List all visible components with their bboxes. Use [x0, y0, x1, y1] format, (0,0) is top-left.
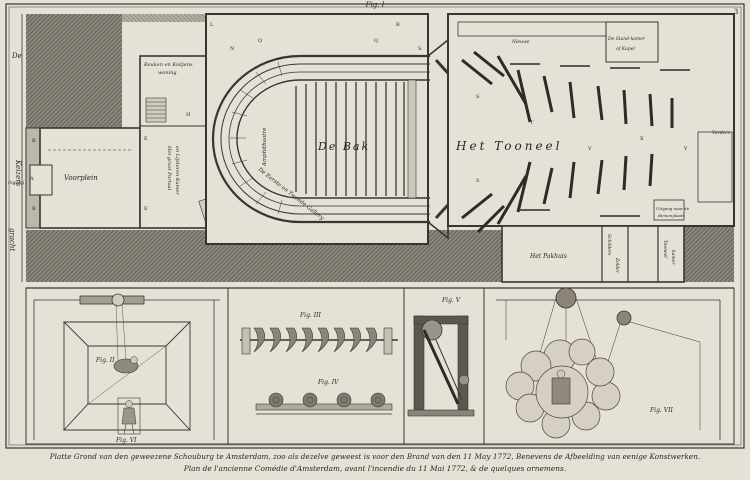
label-schilders: Schilders [606, 234, 612, 256]
caption-dutch: Platte Grond van den geweezene Schouburg… [49, 452, 701, 461]
floor-plan: De Keizers gracht Ingang Voorplein Keuke… [7, 13, 735, 283]
fig-2-panel: Fig. II Fig. VI [25, 287, 229, 445]
svg-text:V: V [587, 146, 592, 152]
label-zolder: Zolder [614, 257, 620, 274]
svg-text:Q: Q [258, 38, 262, 44]
street-label-gracht: gracht [8, 228, 16, 251]
auditorium-horseshoe-outer [211, 54, 430, 224]
fig-3-label: Fig. III [299, 312, 321, 319]
svg-text:R: R [396, 22, 400, 28]
svg-text:Q: Q [374, 38, 378, 44]
svg-text:E: E [144, 206, 148, 212]
svg-text:B: B [32, 138, 36, 144]
label-portaal: Het groot Portaal [166, 145, 172, 191]
fig-6-label: Fig. VI [115, 437, 137, 444]
cloud-machine [505, 338, 621, 439]
label-portaal-2: en Lijsteren Kamer [174, 146, 180, 195]
label-woning: woning [158, 70, 177, 76]
label-stand-kamer: De Stand-kamer [607, 36, 646, 42]
caption-french: Plan de l'ancienne Comédie d'Amsterdam, … [183, 464, 567, 473]
label-kamer: kamer [670, 250, 676, 265]
svg-text:X: X [640, 136, 644, 142]
label-vorders: Vorders [712, 130, 730, 136]
label-voorplein: Voorplein [64, 174, 98, 182]
svg-text:S: S [476, 178, 480, 184]
svg-text:E: E [144, 136, 148, 142]
svg-text:S: S [476, 94, 480, 100]
svg-text:H: H [186, 112, 191, 118]
label-keuken: Keuken en Kistjens [143, 62, 193, 68]
label-de-bak: De Bak [317, 140, 370, 153]
fig-5-label: Fig. V [441, 297, 461, 304]
label-het-tooneel: Het Tooneel [455, 139, 563, 153]
label-van-kapel: of Kapel [616, 46, 635, 52]
fig-7-panel: Fig. VII [483, 287, 735, 445]
label-binnenplaats: Binnenplaats [657, 213, 685, 218]
plate-number: 3 [734, 8, 738, 16]
fig-7-label: Fig. VII [649, 407, 673, 414]
street-label-de: De [11, 52, 22, 60]
svg-text:S: S [418, 46, 422, 52]
fig-5-panel: Fig. V [403, 287, 485, 445]
svg-text:A: A [29, 176, 34, 182]
svg-text:L: L [210, 22, 214, 28]
fig-3-panel: Fig. III Fig. IV [227, 287, 405, 445]
fig-4-label: Fig. IV [317, 379, 339, 386]
pit-benches [295, 82, 405, 196]
svg-text:Y: Y [683, 146, 688, 152]
label-pakhuis: Het Pakhuis [529, 253, 567, 260]
fig-1-label: Fig. I [365, 1, 385, 9]
stage-wing-flats [461, 50, 674, 234]
svg-text:B: B [32, 206, 36, 212]
hatched-block-right-bottom [684, 226, 734, 282]
hatched-block-left-top [26, 14, 122, 128]
svg-text:T: T [530, 120, 534, 126]
street-label-keizers: Keizers [14, 159, 22, 187]
plate-border [5, 3, 745, 449]
label-amphitheatre: Amphitheatre [262, 127, 268, 167]
label-toneel-kamer: Tooneel [662, 240, 668, 258]
label-uitgang: Uitgang naar de [656, 206, 690, 211]
fig-2-label: Fig. II [95, 357, 115, 364]
svg-text:N: N [230, 46, 235, 52]
label-nieuwe: Nieuwe [511, 39, 530, 45]
label-ingang: Ingang [7, 180, 24, 186]
